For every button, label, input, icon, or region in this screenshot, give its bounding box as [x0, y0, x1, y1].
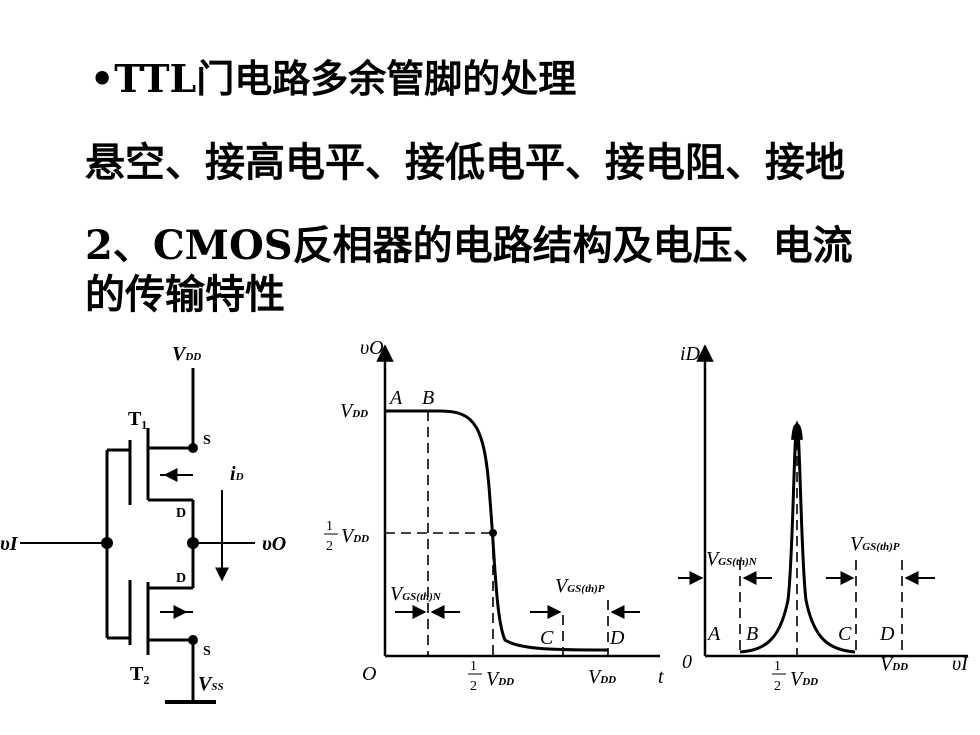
vtc-x-half-den: 2 — [470, 679, 477, 694]
inverter-circuit — [20, 368, 255, 704]
vtc-y-label: υO — [360, 337, 384, 359]
vtc-x-vdd: VDD — [588, 666, 616, 688]
t1-source-label: S — [203, 433, 211, 448]
t1-source-node — [188, 443, 198, 453]
vtc-point-a: A — [388, 387, 403, 409]
vtc-vdd-y-label: VDD — [340, 400, 368, 422]
vtc-x-half-vdd: VDD — [486, 668, 514, 690]
unused-pin-options: 悬空、接高电平、接低电平、接电阻、接地 — [85, 139, 845, 186]
t2-label: T₂ — [130, 663, 149, 685]
vtc-x-half-num: 1 — [470, 659, 477, 674]
cmos-section-title-cont: 的传输特性 — [85, 271, 285, 318]
vtc-x-t-label: t — [658, 666, 664, 688]
output-node — [187, 537, 199, 549]
voltage-transfer-curve-graph: υO VDD 1 2 VDD A B C D VGS(th)N VGS(th)P… — [324, 337, 664, 694]
vtc-origin: O — [362, 663, 376, 685]
vtc-half-den: 2 — [326, 539, 333, 554]
vo-label: υO — [262, 533, 286, 555]
vtc-vgsp-label: VGS(th)P — [555, 575, 605, 597]
vss-label: VSS — [198, 673, 224, 695]
vdd-label: VDD — [172, 343, 201, 365]
ctc-x-label: υI — [952, 653, 969, 675]
ctc-vgsn-label: VGS(th)N — [706, 548, 758, 570]
t2-source-label: S — [203, 644, 211, 659]
ctc-vgsp-label: VGS(th)P — [850, 533, 900, 555]
vtc-point-b: B — [422, 387, 434, 409]
vtc-vgsn-label: VGS(th)N — [390, 583, 442, 605]
vtc-curve — [385, 409, 609, 652]
ctc-point-d: D — [879, 623, 895, 645]
t2-drain-label: D — [176, 571, 186, 586]
cmos-inverter-figure: VDD T₁ S D iD υI υO D S T₂ VSS — [0, 337, 969, 704]
ctc-y-label: iD — [680, 343, 701, 365]
ctc-x-half-den: 2 — [774, 679, 781, 694]
cmos-section-title: 2、CMOS反相器的电路结构及电压、电流 — [85, 222, 853, 269]
vtc-half-vdd-label: VDD — [341, 525, 369, 547]
ctc-point-c: C — [838, 623, 852, 645]
id-label: iD — [230, 463, 244, 485]
ctc-x-half-vdd: VDD — [790, 668, 818, 690]
t1-label: T₁ — [128, 408, 147, 430]
t1-drain-label: D — [176, 506, 186, 521]
t2-source-node — [188, 635, 198, 645]
ctc-x-vdd: VDD — [880, 653, 908, 675]
ctc-point-a: A — [706, 623, 721, 645]
bullet-ttl-title: •TTL门电路多余管脚的处理 — [90, 56, 577, 101]
vtc-point-d: D — [609, 627, 625, 649]
ctc-point-b: B — [746, 623, 758, 645]
ctc-x-half-num: 1 — [774, 659, 781, 674]
ctc-origin: 0 — [682, 651, 692, 673]
current-transfer-curve-graph: iD VGS(th)N VGS(th)P A B C D 0 1 2 VDD V… — [678, 343, 969, 694]
vtc-point-c: C — [540, 627, 554, 649]
vtc-midpoint — [489, 529, 497, 537]
vi-label: υI — [0, 533, 19, 555]
input-node — [101, 537, 113, 549]
vtc-half-num: 1 — [326, 519, 333, 534]
